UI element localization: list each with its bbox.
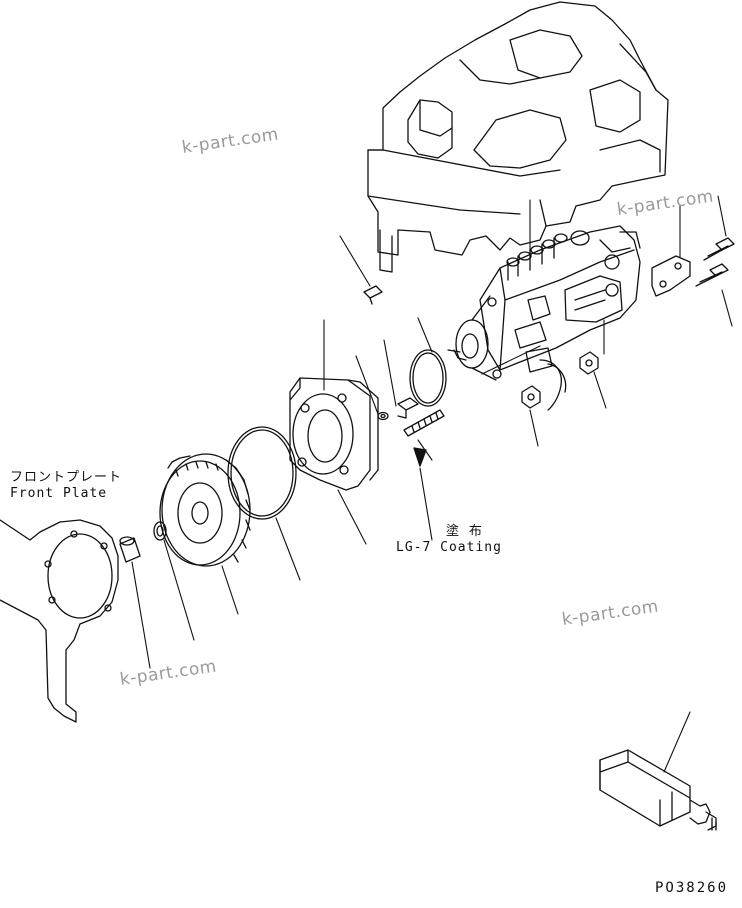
stud: [403, 409, 445, 437]
front-plate-label-en: Front Plate: [10, 486, 108, 501]
drive-gear: [159, 453, 251, 567]
leader-lines: [131, 195, 733, 773]
washer-and-bolt: [377, 397, 419, 421]
washer-small: [153, 521, 167, 541]
injection-pump: [447, 225, 691, 411]
o-ring-large: [227, 426, 297, 520]
coating-label-en: LG-7 Coating: [396, 540, 502, 555]
bushing: [119, 536, 141, 563]
coating-label-jp: 塗 布: [446, 524, 483, 539]
pump-fasteners: [363, 237, 735, 409]
coating-arrow: [413, 447, 427, 467]
front-plate: [0, 519, 119, 723]
front-plate-label-jp: フロントプレート: [10, 470, 123, 485]
o-ring-small: [409, 349, 447, 407]
engine-block: [367, 1, 669, 273]
shaft-detail: [599, 749, 717, 831]
document-code: PO38260: [655, 880, 729, 896]
pump-flange: [289, 377, 379, 491]
